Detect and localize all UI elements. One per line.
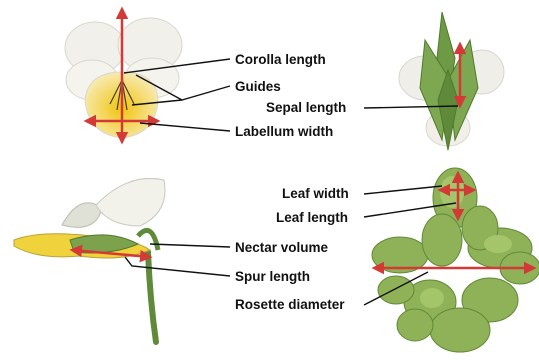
flower-back-view: [399, 12, 504, 150]
label-corolla-length: Corolla length: [235, 52, 326, 67]
label-leaf-length: Leaf length: [276, 210, 348, 225]
label-nectar-volume: Nectar volume: [235, 240, 329, 255]
label-labellum-width: Labellum width: [235, 124, 333, 139]
leader-spur-length: [125, 257, 230, 276]
label-sepal-length: Sepal length: [266, 100, 346, 115]
rosette-plant: [372, 168, 539, 352]
leader-leaf-width: [364, 186, 442, 194]
leader-labellum-width: [140, 123, 230, 131]
label-leaf-width: Leaf width: [282, 186, 349, 201]
label-rosette-diameter: Rosette diameter: [235, 297, 345, 312]
label-spur-length: Spur length: [235, 269, 310, 284]
label-guides: Guides: [235, 79, 281, 94]
flower-side-view: [14, 178, 165, 342]
leader-nectar-volume: [150, 244, 230, 247]
